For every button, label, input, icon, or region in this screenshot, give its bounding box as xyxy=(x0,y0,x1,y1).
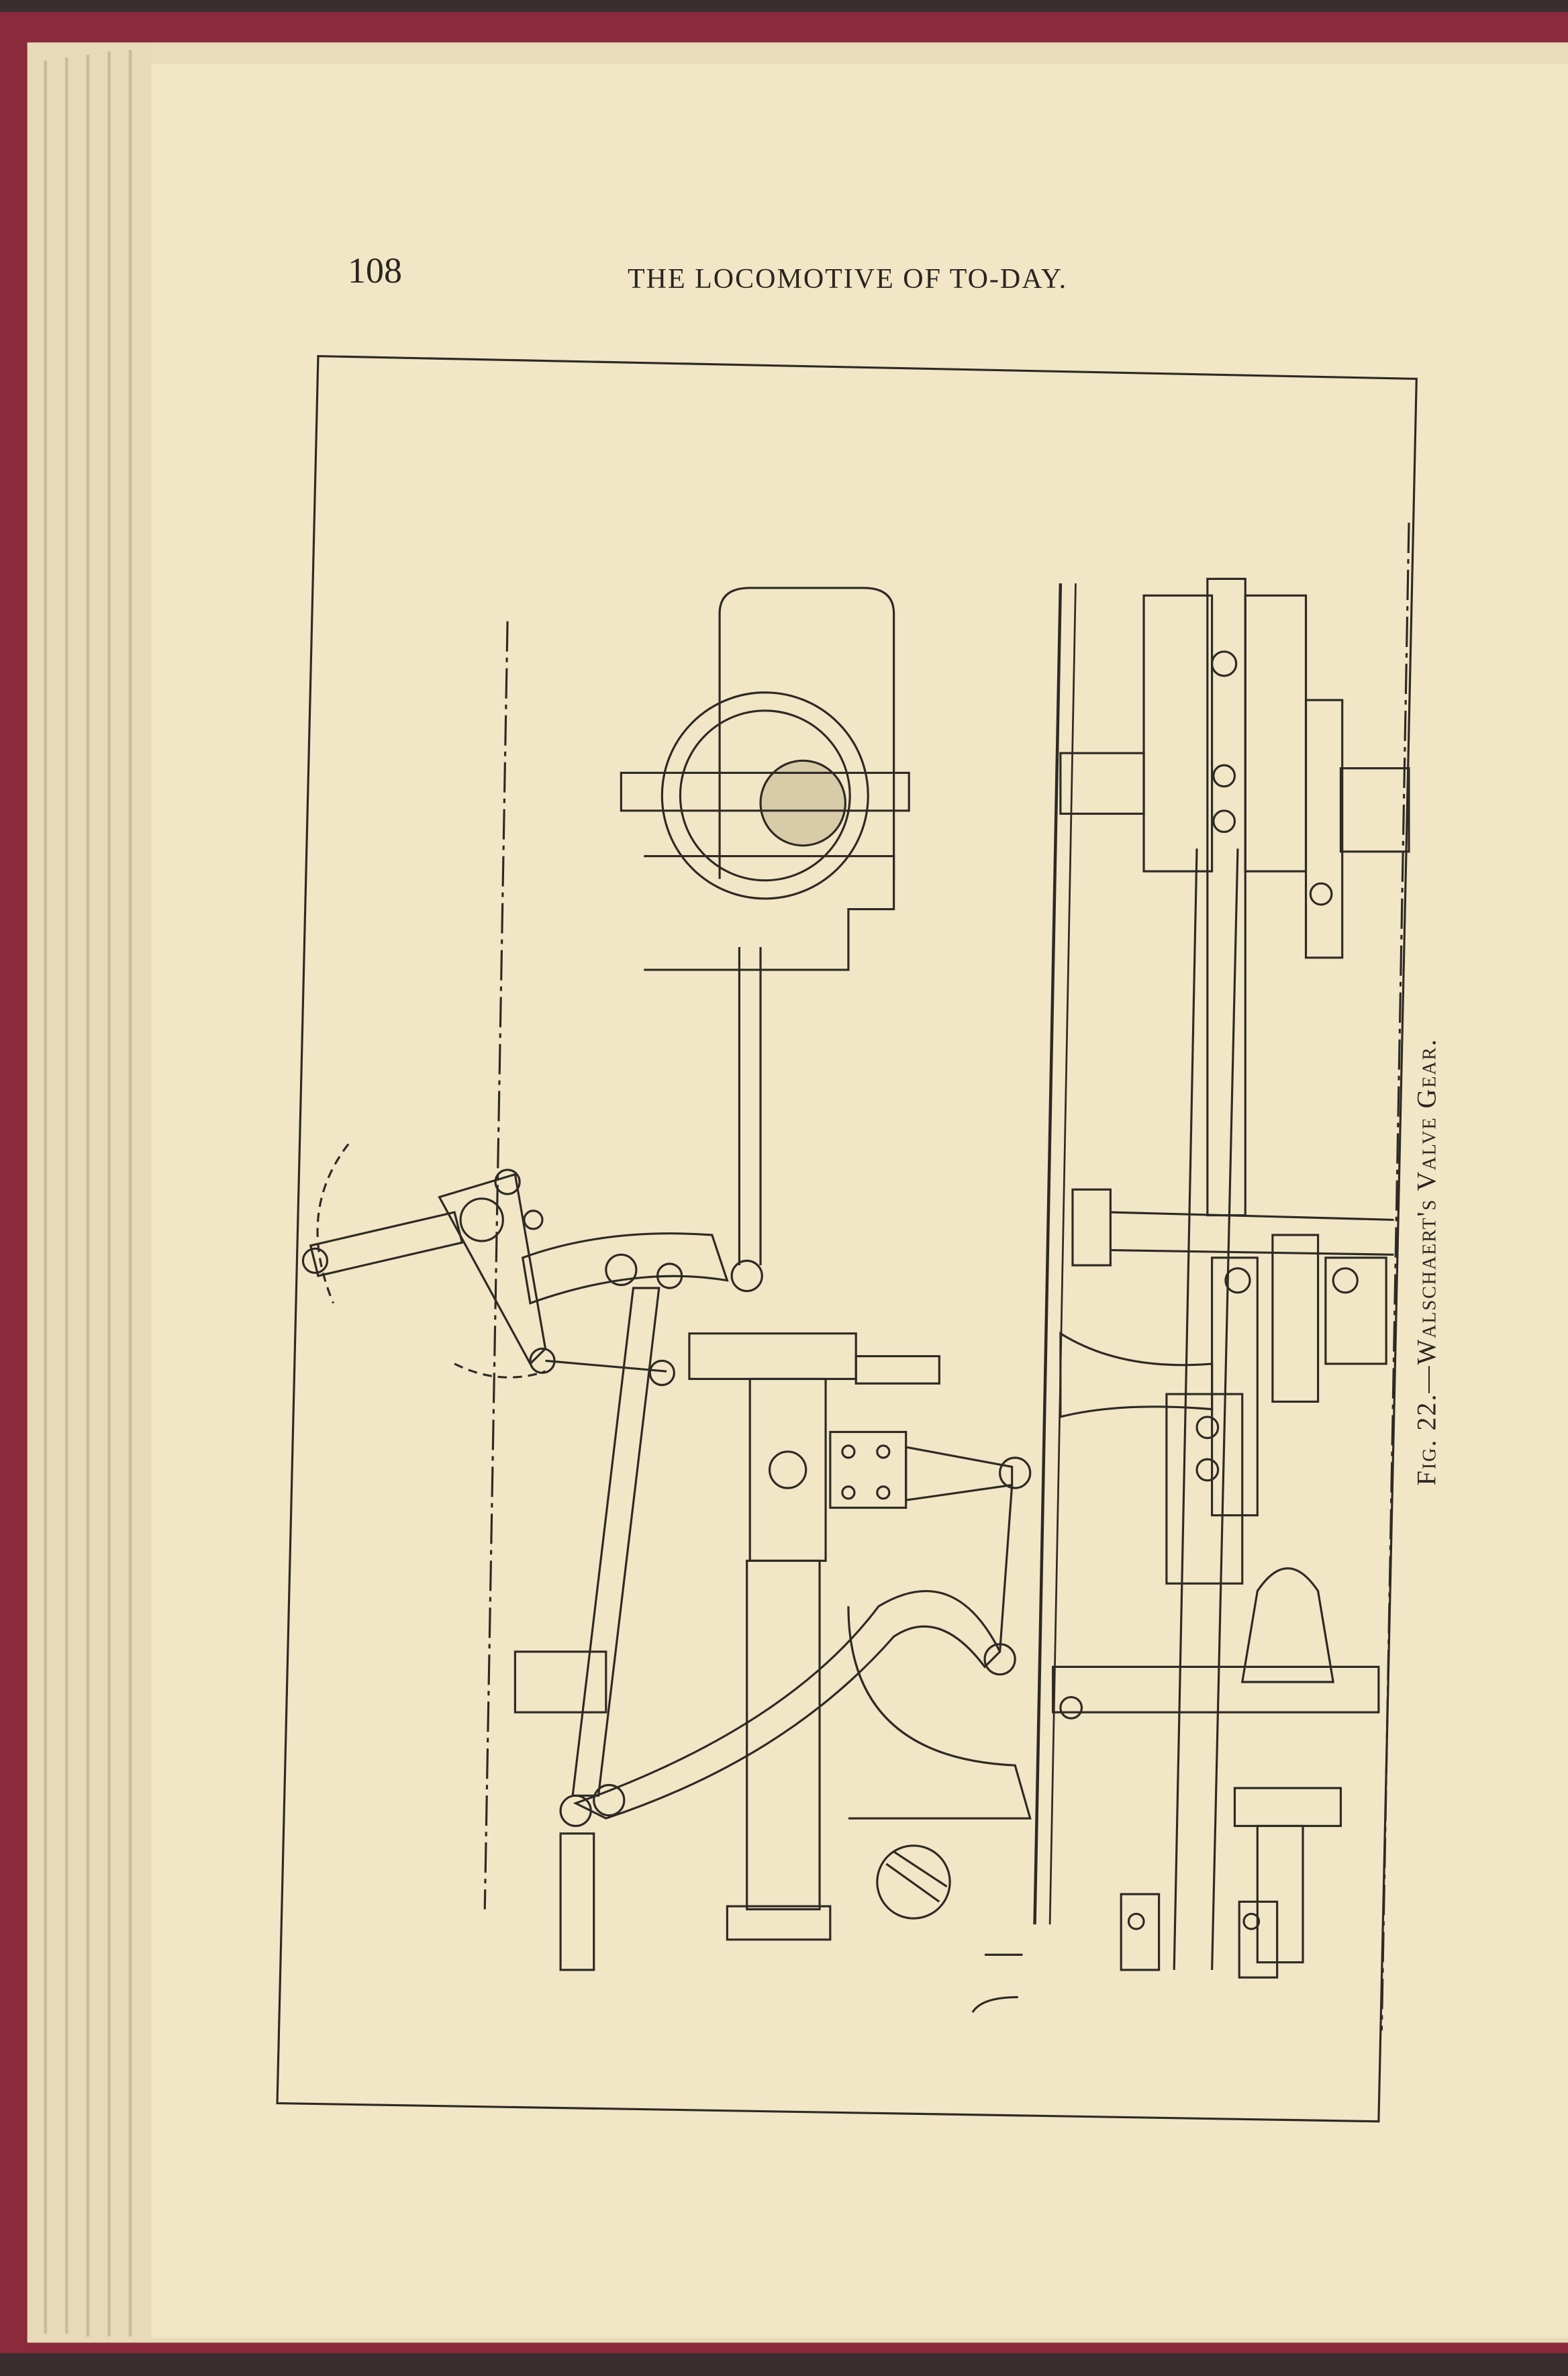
page-number: 108 xyxy=(348,250,402,291)
valve-gear-drawing xyxy=(276,354,1418,2123)
figure-caption: Fig. 22.—Walschaert's Valve Gear. xyxy=(1411,1038,1442,1486)
running-head: THE LOCOMOTIVE OF TO-DAY. xyxy=(628,264,1068,295)
page xyxy=(151,57,1568,2338)
